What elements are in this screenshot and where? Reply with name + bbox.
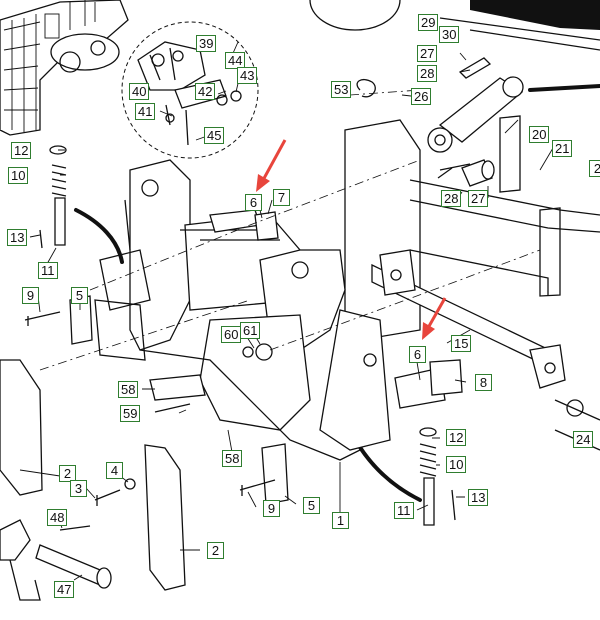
mounting-bracket (149, 374, 206, 401)
callout-30: 30 (439, 26, 460, 43)
hose-line (528, 84, 600, 92)
callout-20: 20 (529, 126, 550, 143)
detail-circle-top (309, 0, 401, 31)
wear-plate (254, 211, 279, 241)
callout-43: 43 (237, 67, 258, 84)
guide-pad (0, 359, 43, 496)
callout-28: 28 (417, 65, 438, 82)
assembly-centerline (89, 159, 421, 291)
callout-6: 6 (409, 346, 426, 363)
callout-39: 39 (196, 35, 217, 52)
nut (566, 399, 584, 417)
callout-10: 10 (446, 456, 467, 473)
bolt (154, 403, 191, 413)
assembly-centerline (39, 299, 251, 371)
callout-13: 13 (7, 229, 28, 246)
callout-3: 3 (70, 480, 87, 497)
bolt (39, 229, 43, 249)
bolt (439, 163, 471, 171)
wear-plate (429, 359, 463, 396)
callout-28: 28 (441, 190, 462, 207)
hose-line (74, 208, 124, 264)
assembly-centerline (349, 89, 421, 96)
bolt (451, 489, 456, 521)
bracket-plate (261, 443, 289, 505)
callout-45: 45 (204, 127, 225, 144)
hose-clamp-icon (356, 78, 376, 98)
callout-29: 29 (418, 14, 439, 31)
callout-44: 44 (225, 52, 246, 69)
callout-2: 2 (589, 160, 600, 177)
callout-48: 48 (47, 509, 68, 526)
frame-band (470, 0, 600, 30)
callout-61: 61 (240, 322, 261, 339)
callout-4: 4 (106, 462, 123, 479)
spring-left (49, 145, 67, 246)
bolt (24, 311, 61, 326)
washer (124, 478, 136, 490)
bolt (239, 479, 276, 496)
bolt (94, 489, 121, 506)
callout-47: 47 (54, 581, 75, 598)
frame-band (439, 17, 600, 51)
hydraulic-cylinder (427, 57, 524, 187)
callout-6: 6 (245, 194, 262, 211)
pivot-pin (0, 519, 112, 601)
bushing (255, 343, 273, 361)
callout-27: 27 (417, 45, 438, 62)
callout-58: 58 (222, 450, 243, 467)
callout-5: 5 (71, 287, 88, 304)
machine-illustration (0, 0, 129, 136)
callout-21: 21 (552, 140, 573, 157)
callout-11: 11 (394, 502, 414, 519)
callout-42: 42 (195, 83, 216, 100)
callout-11: 11 (38, 262, 58, 279)
callout-9: 9 (22, 287, 39, 304)
callout-58: 58 (118, 381, 139, 398)
callout-13: 13 (468, 489, 489, 506)
callout-2: 2 (59, 465, 76, 482)
callout-9: 9 (263, 500, 280, 517)
spring-right (419, 427, 437, 526)
callout-8: 8 (475, 374, 492, 391)
red-arrow-icon (256, 139, 287, 192)
bushing (242, 346, 254, 358)
red-arrow-icon (422, 297, 447, 340)
callout-24: 24 (573, 431, 594, 448)
callout-40: 40 (129, 83, 150, 100)
callout-53: 53 (331, 81, 352, 98)
callout-26: 26 (411, 88, 432, 105)
callout-5: 5 (303, 497, 320, 514)
callout-1: 1 (332, 512, 349, 529)
callout-27: 27 (468, 190, 489, 207)
callout-41: 41 (135, 103, 156, 120)
callout-59: 59 (120, 405, 141, 422)
callout-10: 10 (8, 167, 29, 184)
callout-7: 7 (273, 189, 290, 206)
callout-12: 12 (446, 429, 467, 446)
callout-12: 12 (11, 142, 32, 159)
lower-rail (371, 249, 566, 389)
callout-15: 15 (451, 335, 472, 352)
guide-pad (144, 444, 186, 591)
callout-2: 2 (207, 542, 224, 559)
callout-60: 60 (221, 326, 242, 343)
